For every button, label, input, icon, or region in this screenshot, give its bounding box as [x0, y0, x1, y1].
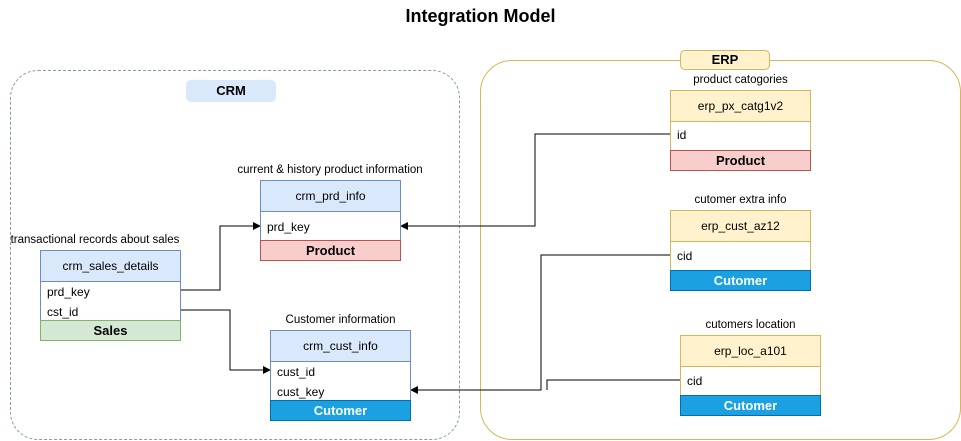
field-prd-key: prd_key	[47, 285, 90, 299]
px-catg-caption: product catogories	[693, 74, 788, 86]
crm-group	[10, 70, 460, 440]
table-header: erp_loc_a101	[681, 336, 820, 367]
cust-info-caption: Customer information	[285, 314, 396, 326]
field-cst-id: cst_id	[47, 305, 79, 319]
table-header: crm_prd_info	[261, 181, 400, 212]
customer-tag: Cutomer	[670, 270, 811, 291]
crm-cust-info-table[interactable]: crm_cust_info cust_id cust_key Cutomer	[270, 330, 411, 421]
customer-tag: Cutomer	[680, 395, 821, 416]
link-loc-a101-to-cust-info	[546, 379, 680, 390]
field-id: id	[677, 128, 687, 142]
table-header: erp_cust_az12	[671, 211, 810, 242]
prd-info-caption: current & history product information	[237, 164, 423, 176]
sales-details-caption: transactional records about sales	[10, 234, 180, 246]
link-cust-az12-to-cust-info	[410, 254, 670, 394]
field-cid: cid	[677, 249, 693, 263]
field-cust-id: cust_id	[277, 365, 316, 379]
table-header: crm_cust_info	[271, 331, 410, 362]
erp-px-catg1v2-table[interactable]: erp_px_catg1v2 id Product	[670, 90, 811, 171]
loc-a101-caption: cutomers location	[705, 319, 796, 331]
table-header: erp_px_catg1v2	[671, 91, 810, 122]
crm-prd-info-table[interactable]: crm_prd_info prd_key Product	[260, 180, 401, 261]
field-prd-key: prd_key	[267, 220, 310, 234]
crm-sales-details-table[interactable]: crm_sales_details prd_key cst_id Sales	[40, 250, 181, 341]
field-cust-key: cust_key	[277, 385, 325, 399]
cust-az12-caption: cutomer extra info	[694, 194, 787, 206]
erp-cust-az12-table[interactable]: erp_cust_az12 cid Cutomer	[670, 210, 811, 291]
erp-group-label: ERP	[680, 50, 770, 70]
erp-loc-a101-table[interactable]: erp_loc_a101 cid Cutomer	[680, 335, 821, 416]
link-sales-prd-to-prd-info	[181, 222, 261, 291]
product-tag: Product	[670, 150, 811, 171]
crm-group-label: CRM	[186, 80, 276, 102]
link-sales-cst-to-cust-info	[181, 309, 271, 374]
diagram-title: Integration Model	[405, 6, 556, 26]
sales-tag: Sales	[40, 320, 181, 341]
link-px-catg-to-prd-info	[400, 133, 670, 230]
field-cid: cid	[687, 374, 703, 388]
table-header: crm_sales_details	[41, 251, 180, 282]
customer-tag: Cutomer	[270, 400, 411, 421]
product-tag: Product	[260, 240, 401, 261]
